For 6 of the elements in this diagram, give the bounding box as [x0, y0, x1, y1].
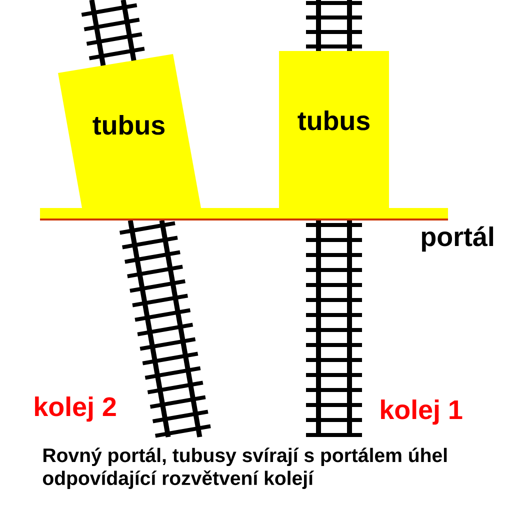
caption: Rovný portál, tubusy svírají s portálem úhel odpovídající rozvětvení kolejí — [42, 448, 447, 489]
track-label: kolej 2 — [35, 396, 116, 422]
node-label: tubus — [92, 115, 165, 135]
track-label: kolej 1 — [381, 400, 462, 425]
node-label: tubus — [298, 110, 370, 130]
portal-label: portál — [422, 226, 494, 252]
